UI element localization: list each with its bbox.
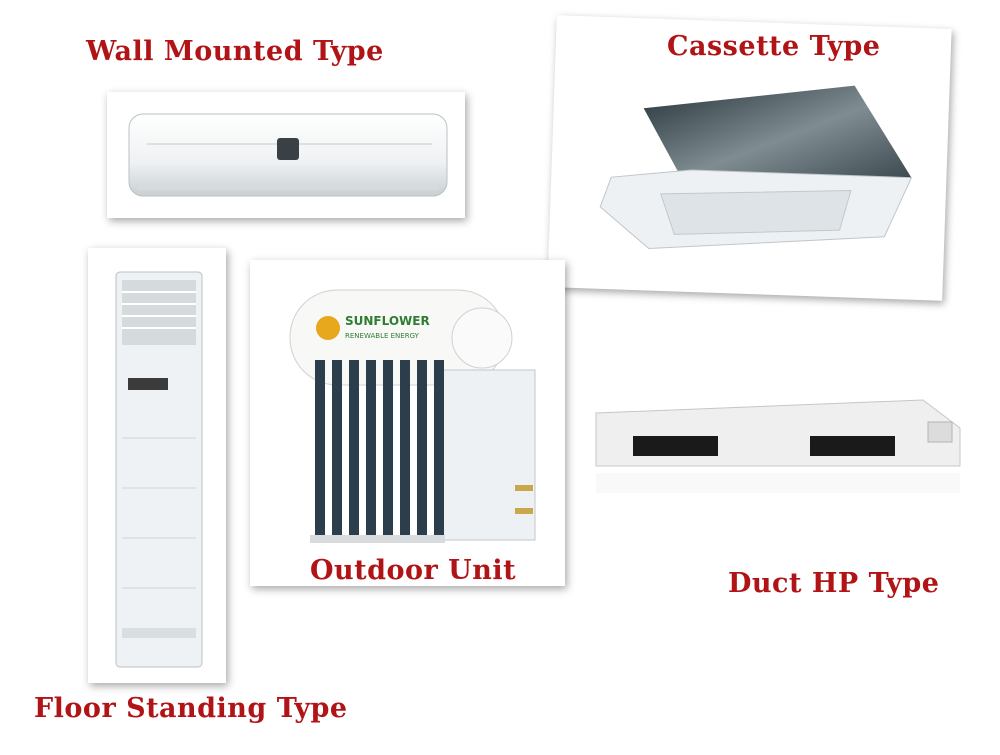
wall-mounted-photo-card bbox=[107, 92, 465, 218]
floor-standing-ac-image bbox=[115, 271, 203, 668]
logo-sub-text: RENEWABLE ENERGY bbox=[345, 332, 420, 340]
floor-standing-photo-card bbox=[88, 248, 226, 683]
outdoor-unit-photo-card: SUNFLOWER RENEWABLE ENERGY bbox=[250, 260, 565, 586]
cassette-photo-card bbox=[547, 15, 952, 301]
floor-standing-label: Floor Standing Type bbox=[34, 693, 348, 724]
duct-hp-label: Duct HP Type bbox=[728, 568, 940, 599]
outdoor-unit-label: Outdoor Unit bbox=[310, 555, 517, 586]
wall-mounted-ac-image bbox=[128, 113, 448, 197]
logo-brand-text: SUNFLOWER bbox=[345, 314, 430, 328]
duct-hp-ac-image bbox=[595, 399, 961, 493]
wall-mounted-label: Wall Mounted Type bbox=[86, 36, 384, 67]
duct-hp-photo-card bbox=[578, 378, 990, 530]
outdoor-unit-image: SUNFLOWER RENEWABLE ENERGY bbox=[289, 289, 536, 543]
sunflower-logo-icon bbox=[316, 316, 340, 340]
cassette-label: Cassette Type bbox=[667, 31, 881, 62]
cassette-ac-image bbox=[599, 85, 913, 250]
